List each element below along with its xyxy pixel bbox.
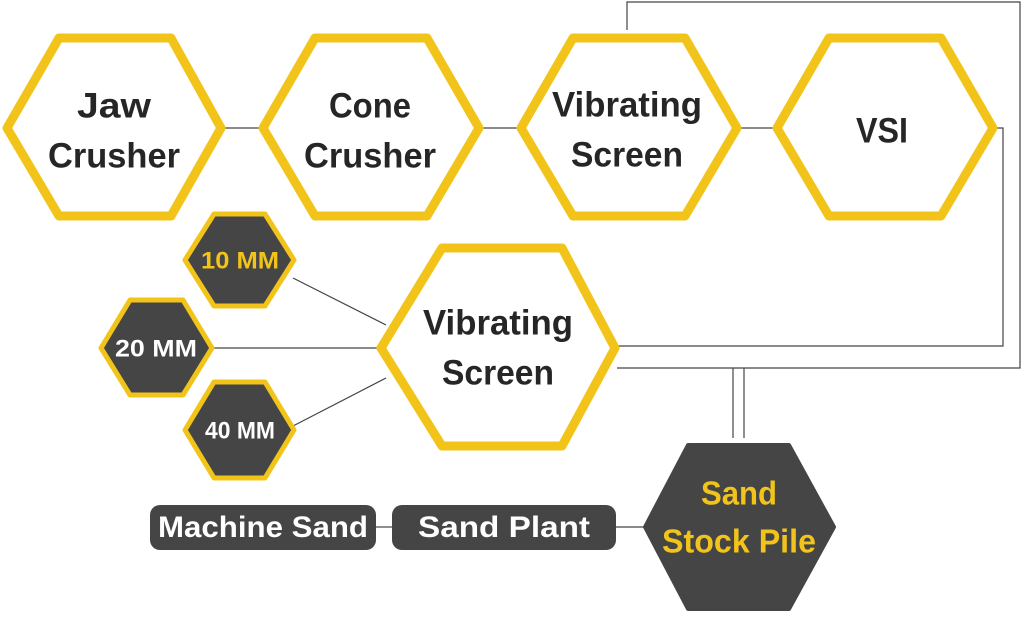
pill-shape xyxy=(392,505,616,550)
node-20mm: 20 MM xyxy=(98,297,215,398)
machine-sand-label: Machine Sand xyxy=(158,511,368,544)
sand-stock-pile-label-line1: Sand xyxy=(701,475,777,512)
hexagon-shape xyxy=(643,443,836,611)
cone-crusher-label-line1: Cone xyxy=(329,86,411,125)
vsi-label: VSI xyxy=(856,111,908,150)
vibrating-screen-mid-label-line2: Screen xyxy=(442,353,554,392)
connectors xyxy=(212,1,1021,528)
20mm-label: 20 MM xyxy=(115,335,197,362)
node-sand-plant: Sand Plant xyxy=(392,505,616,550)
connector-screen-top-loop xyxy=(617,1,1021,369)
node-10mm: 10 MM xyxy=(182,211,297,309)
node-40mm: 40 MM xyxy=(182,379,297,481)
hexagon-shape xyxy=(2,33,226,221)
vibrating-screen-mid-label-line1: Vibrating xyxy=(423,303,573,342)
sand-stock-pile-label-line2: Stock Pile xyxy=(662,523,816,560)
node-vibrating-screen-mid: Vibrating Screen xyxy=(376,243,620,451)
jaw-crusher-label-line2: Crusher xyxy=(48,136,180,175)
node-machine-sand: Machine Sand xyxy=(150,505,376,550)
vibrating-screen-top-label-line1: Vibrating xyxy=(552,85,702,124)
pill-shape xyxy=(150,505,376,550)
40mm-label: 40 MM xyxy=(205,417,275,444)
sand-plant-label: Sand Plant xyxy=(418,511,590,544)
hexagon-shape xyxy=(182,379,297,481)
hexagon-shape xyxy=(182,211,297,309)
hexagon-shape xyxy=(516,33,742,221)
hexagon-shape xyxy=(772,33,998,221)
jaw-crusher-label-line1: Jaw xyxy=(77,86,152,125)
vibrating-screen-top-label-line2: Screen xyxy=(571,135,683,174)
hexagon-shape xyxy=(98,297,215,398)
connector-40mm xyxy=(292,377,387,427)
connector-10mm xyxy=(292,277,387,326)
node-vsi: VSI xyxy=(772,33,998,221)
hexagon-shape xyxy=(376,243,620,451)
node-vibrating-screen-top: Vibrating Screen xyxy=(516,33,742,221)
cone-crusher-label-line2: Crusher xyxy=(304,136,436,175)
node-jaw-crusher: Jaw Crusher xyxy=(2,33,226,221)
node-cone-crusher: Cone Crusher xyxy=(258,33,484,221)
hexagon-shape xyxy=(258,33,484,221)
10mm-label: 10 MM xyxy=(201,247,279,274)
node-sand-stock-pile: Sand Stock Pile xyxy=(643,443,836,611)
connector-vsi-return xyxy=(617,127,1004,347)
